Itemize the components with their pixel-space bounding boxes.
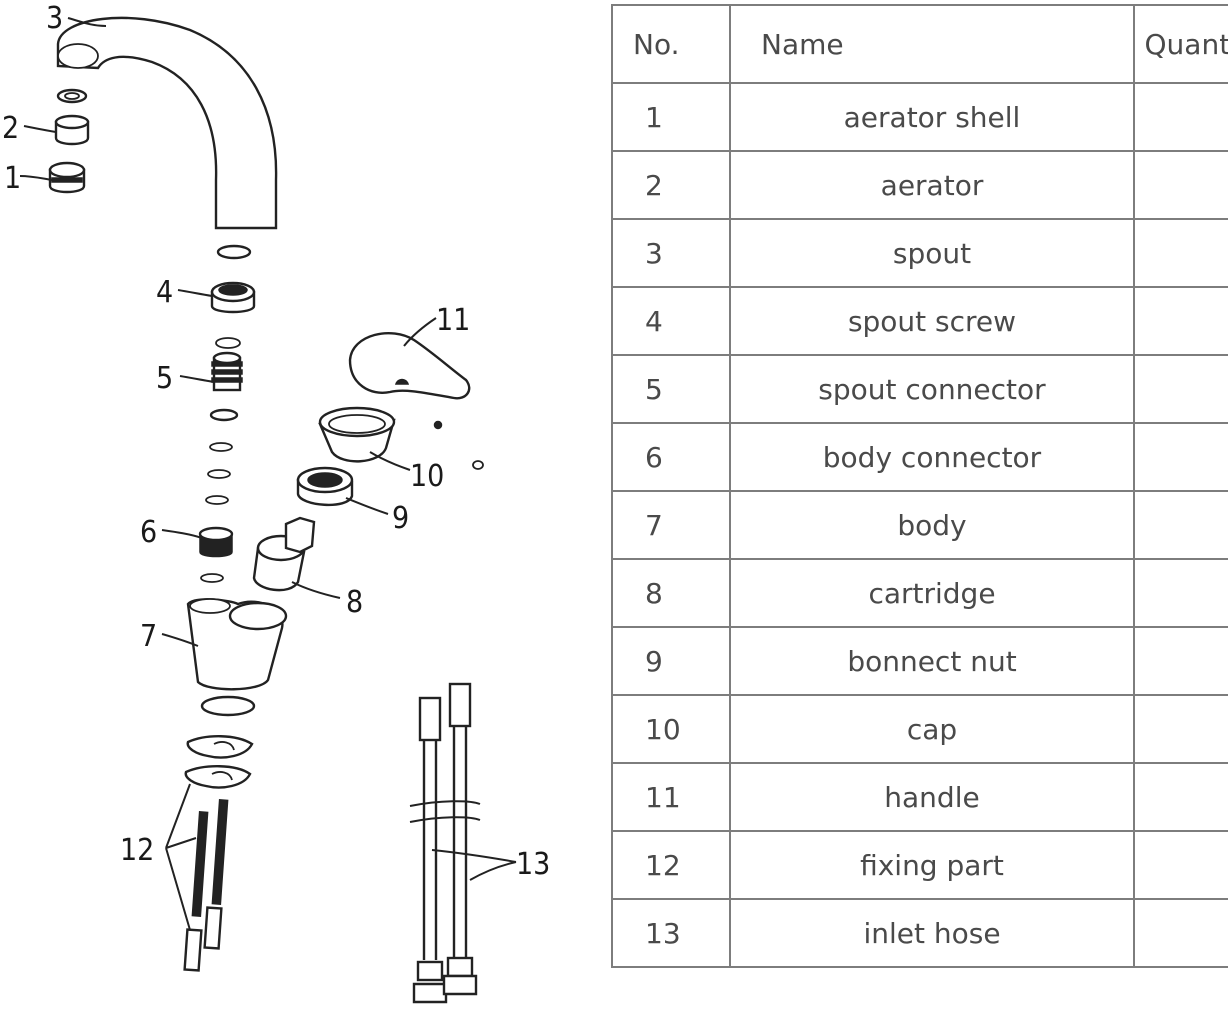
- callout-9: 9: [392, 501, 409, 536]
- table-row: 7body1: [611, 490, 1228, 560]
- callout-1: 1: [4, 161, 21, 196]
- cell-quantity: 1: [1133, 354, 1228, 424]
- handle-screw: [433, 420, 443, 430]
- table-header-row: No. Name Quantity: [611, 4, 1228, 84]
- exploded-view-diagram: 3 2 1 4 5 6 7 8 9 10 11 12 13: [2, 1, 550, 1004]
- o-ring: [200, 573, 224, 583]
- header-no: No.: [611, 4, 731, 84]
- cell-quantity: 1: [1133, 286, 1228, 356]
- leader-lines: [19, 17, 517, 931]
- body: [186, 598, 288, 691]
- cell-quantity: 1: [1133, 150, 1228, 220]
- cell-quantity: 1: [1133, 830, 1228, 900]
- cell-no: 5: [611, 354, 731, 424]
- cell-no: 4: [611, 286, 731, 356]
- spout-screw: [210, 281, 256, 314]
- callout-5: 5: [156, 361, 173, 396]
- o-ring: [215, 337, 241, 349]
- cell-no: 11: [611, 762, 731, 832]
- cell-name: body connector: [729, 422, 1135, 492]
- cell-quantity: 1: [1133, 694, 1228, 764]
- spout: [56, 16, 278, 230]
- cell-quantity: 1: [1133, 422, 1228, 492]
- callout-3: 3: [46, 1, 63, 36]
- cell-name: bonnect nut: [729, 626, 1135, 696]
- table-row: 8cartridge1: [611, 558, 1228, 628]
- cell-no: 3: [611, 218, 731, 288]
- cell-name: body: [729, 490, 1135, 560]
- aerator: [54, 114, 90, 146]
- callout-7: 7: [140, 619, 157, 654]
- bonnet-nut: [296, 466, 354, 507]
- cell-no: 12: [611, 830, 731, 900]
- cell-quantity: 1: [1133, 218, 1228, 288]
- callout-6: 6: [140, 515, 157, 550]
- fixing-part: [183, 735, 254, 972]
- header-name: Name: [729, 4, 1135, 84]
- handle-plug: [472, 460, 484, 470]
- cell-name: spout: [729, 218, 1135, 288]
- cell-no: 6: [611, 422, 731, 492]
- cell-quantity: 1: [1133, 558, 1228, 628]
- cell-name: aerator: [729, 150, 1135, 220]
- aerator-washer: [56, 88, 88, 104]
- callout-12: 12: [120, 833, 154, 868]
- o-ring: [216, 244, 252, 260]
- inlet-hose: [409, 682, 481, 1004]
- cell-quantity: 1: [1133, 762, 1228, 832]
- cell-quantity: 1: [1133, 490, 1228, 560]
- cell-name: cap: [729, 694, 1135, 764]
- cartridge: [252, 516, 316, 592]
- cell-no: 1: [611, 82, 731, 152]
- cell-name: inlet hose: [729, 898, 1135, 968]
- cell-no: 13: [611, 898, 731, 968]
- callout-8: 8: [346, 585, 363, 620]
- aerator-shell: [48, 161, 86, 194]
- cell-name: fixing part: [729, 830, 1135, 900]
- cell-no: 9: [611, 626, 731, 696]
- cell-no: 2: [611, 150, 731, 220]
- cell-name: spout connector: [729, 354, 1135, 424]
- table-row: 2aerator1: [611, 150, 1228, 220]
- cell-name: handle: [729, 762, 1135, 832]
- o-ring-stack: [205, 408, 239, 505]
- cell-quantity: 1: [1133, 626, 1228, 696]
- spout-connector: [211, 351, 243, 392]
- cell-no: 8: [611, 558, 731, 628]
- cell-name: cartridge: [729, 558, 1135, 628]
- callout-10: 10: [410, 459, 444, 494]
- body-connector: [198, 526, 234, 558]
- cell-name: aerator shell: [729, 82, 1135, 152]
- cell-quantity: 1: [1133, 82, 1228, 152]
- header-quantity: Quantity: [1133, 4, 1228, 84]
- cell-name: spout screw: [729, 286, 1135, 356]
- callout-4: 4: [156, 275, 173, 310]
- cell-no: 7: [611, 490, 731, 560]
- cell-no: 10: [611, 694, 731, 764]
- table-row: 3spout1: [611, 218, 1228, 288]
- cap: [318, 406, 396, 463]
- cell-quantity: 1: [1133, 898, 1228, 968]
- callout-11: 11: [436, 303, 470, 338]
- callout-13: 13: [516, 847, 550, 882]
- callout-2: 2: [2, 111, 19, 146]
- body-gasket: [200, 695, 256, 717]
- handle: [348, 332, 471, 400]
